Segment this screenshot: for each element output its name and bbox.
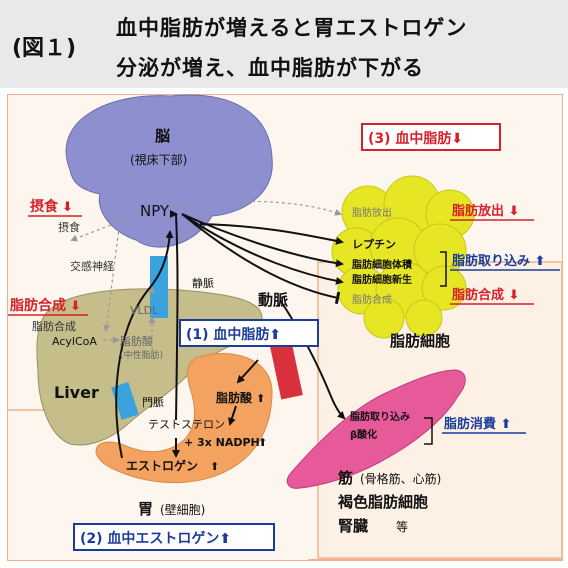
- portal-vein-vessel: [111, 382, 139, 420]
- box-blood-lipid-1-text: (1) 血中脂肪⬆: [186, 326, 281, 343]
- box-gastric-estrogen-2: [73, 523, 275, 551]
- adipose-title: 脂肪細胞: [390, 332, 450, 350]
- adipose-bracket: [440, 251, 447, 287]
- artery-label: 動脈: [258, 291, 288, 309]
- liver-synthesis-header: 脂肪合成: [9, 297, 66, 314]
- brain-subtitle: (視床下部): [130, 152, 187, 167]
- liver-title: Liver: [54, 383, 99, 402]
- adipose-neogenesis-label: 脂肪細胞新生: [351, 273, 412, 286]
- stomach-subtitle: (壁細胞): [160, 502, 205, 517]
- effect-uptake: 脂肪取り込み ⬆: [451, 253, 545, 269]
- kidney-label: 腎臓: [338, 517, 368, 535]
- brain-shape: [65, 94, 273, 248]
- adipose-cluster: [331, 175, 475, 339]
- figure-label: (図１): [12, 36, 77, 61]
- nadph-up: ⬆: [258, 436, 267, 449]
- neutral-fat-label: (中性脂肪): [120, 349, 163, 361]
- box-blood-lipid-3-text: (3) 血中脂肪⬇: [368, 130, 463, 147]
- vldl-label: VLDL: [130, 304, 159, 317]
- muscle-subtitle: (骨格筋、心筋): [360, 471, 441, 486]
- adipose-synthesis-label: 脂肪合成: [352, 293, 392, 306]
- brain-title: 脳: [155, 127, 170, 145]
- stomach-title: 胃: [138, 500, 153, 518]
- muscle-bracket: [424, 417, 433, 445]
- effect-synthesis: 脂肪合成 ⬇: [451, 287, 519, 303]
- title-line-1: 血中脂肪が増えると胃エストロゲン: [116, 16, 468, 40]
- nadph-label: + 3x NADPH: [184, 436, 260, 449]
- testosterone-label: テストステロン: [148, 418, 225, 431]
- liver-synthesis-label: 脂肪合成: [32, 319, 76, 333]
- effect-release: 脂肪放出 ⬇: [451, 203, 519, 219]
- muscle-uptake-label: 脂肪取り込み: [349, 410, 410, 423]
- adipose-volume-label: 脂肪細胞体積: [351, 258, 413, 271]
- adipose-release-label: 脂肪放出: [352, 206, 392, 219]
- black-arrows: [115, 213, 346, 459]
- gray-dashed-arrows: [70, 200, 342, 350]
- estrogen-up: ⬆: [210, 460, 219, 473]
- box-gastric-estrogen-2-text: (2) 血中エストロゲン⬆: [80, 530, 231, 547]
- liver-fatty-acid-label: 脂肪酸: [120, 334, 153, 348]
- title-line-2: 分泌が増え、血中脂肪が下がる: [116, 56, 424, 80]
- feeding-header-arrow: ⬇: [62, 200, 73, 215]
- title-banner: (図１) 血中脂肪が増えると胃エストロゲン 分泌が増え、血中脂肪が下がる: [0, 0, 568, 88]
- acylcoa-label: AcylCoA: [52, 335, 97, 348]
- muscle-title: 筋: [337, 469, 353, 487]
- stomach-fatty-acid-up: ⬆: [256, 392, 265, 405]
- liver-synthesis-arrow: ⬇: [70, 299, 81, 314]
- stomach-fatty-acid-label: 脂肪酸: [215, 390, 253, 405]
- leptin-label: レプチン: [352, 237, 396, 251]
- brown-fat-label: 褐色脂肪細胞: [337, 493, 428, 511]
- feeding-label: 摂食: [58, 220, 80, 234]
- box-blood-lipid-3: [361, 123, 501, 151]
- beta-oxidation-label: β酸化: [350, 428, 377, 441]
- muscle-shape: [286, 369, 466, 489]
- feeding-header: 摂食: [30, 198, 59, 215]
- npy-label: NPY: [140, 202, 170, 220]
- etc-label: 等: [396, 520, 408, 534]
- effect-consumption: 脂肪消費 ⬆: [443, 416, 511, 432]
- vein-vessel: [150, 256, 168, 318]
- sympathetic-label: 交感神経: [70, 259, 114, 273]
- box-blood-lipid-1: [179, 319, 319, 347]
- estrogen-label: エストロゲン: [126, 458, 198, 473]
- stomach-shape: [95, 352, 273, 484]
- portal-vein-label: 門脈: [142, 395, 164, 409]
- vein-label: 静脈: [192, 276, 214, 290]
